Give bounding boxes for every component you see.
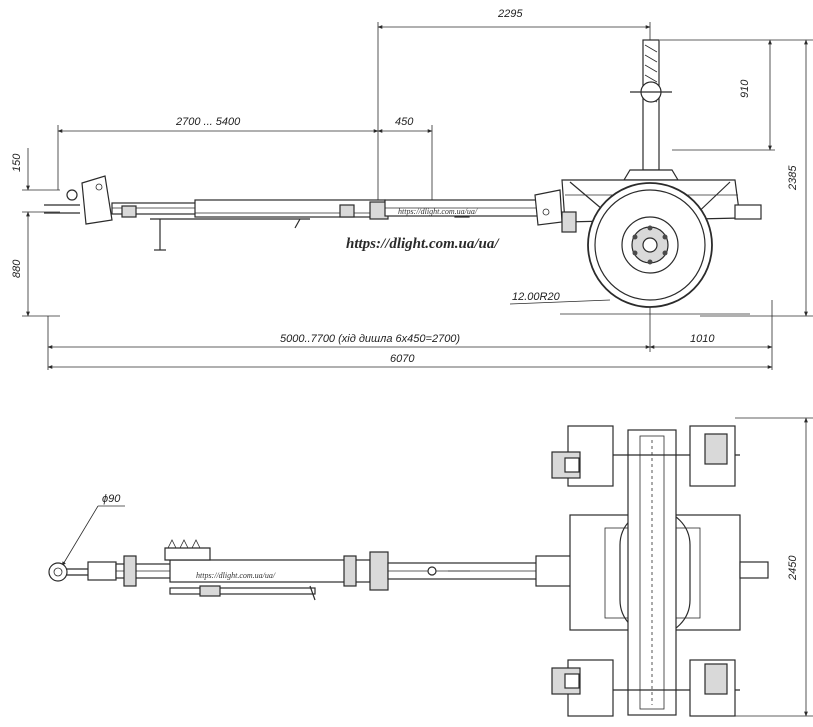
drawbar-side — [44, 175, 563, 251]
dimension-450: 450 — [377, 116, 433, 205]
dimension-2295-label: 2295 — [497, 8, 523, 20]
watermark-small-bottom: https://dlight.com.ua/ua/ — [196, 571, 276, 580]
dimension-2700-5400: 2700 ... 5400 — [57, 116, 379, 190]
frame-side: 12.00R20 — [509, 39, 762, 315]
watermark-small-top: https://dlight.com.ua/ua/ — [398, 207, 478, 216]
dimension-2295: 2295 — [377, 8, 651, 200]
dimension-6070: 6070 — [47, 353, 773, 369]
dimension-150-label: 150 — [11, 153, 23, 172]
top-view: 2450 ϕ90 — [48, 417, 813, 717]
dimension-880-label: 880 — [11, 259, 23, 278]
dimension-5000-7700: 5000..7700 (хід дишла 6х450=2700) 1010 — [47, 300, 773, 370]
tire-size-label: 12.00R20 — [512, 291, 561, 303]
dimension-2450: 2450 — [735, 417, 813, 717]
dimension-dia90-label: ϕ90 — [102, 493, 121, 505]
dimension-2450-label: 2450 — [787, 555, 799, 581]
side-view: 2295 910 2385 2700 ... 5400 450 — [11, 8, 813, 370]
frame-top — [551, 425, 769, 717]
dimension-5000-7700-label: 5000..7700 (хід дишла 6х450=2700) — [280, 333, 460, 345]
dimension-2385-label: 2385 — [787, 165, 799, 191]
dimension-6070-label: 6070 — [390, 353, 415, 365]
dimension-1010-label: 1010 — [690, 333, 715, 345]
watermark-large: https://dlight.com.ua/ua/ — [346, 236, 500, 252]
dimension-2385: 2385 — [700, 39, 813, 317]
drawbar-top — [48, 539, 572, 601]
dimension-910: 910 — [660, 39, 775, 151]
dimension-dia90: ϕ90 — [61, 493, 125, 567]
dimension-2700-5400-label: 2700 ... 5400 — [175, 116, 241, 128]
dimension-910-label: 910 — [739, 79, 751, 98]
dimension-450-label: 450 — [395, 116, 414, 128]
dimension-150-880: 150 880 — [11, 148, 60, 317]
